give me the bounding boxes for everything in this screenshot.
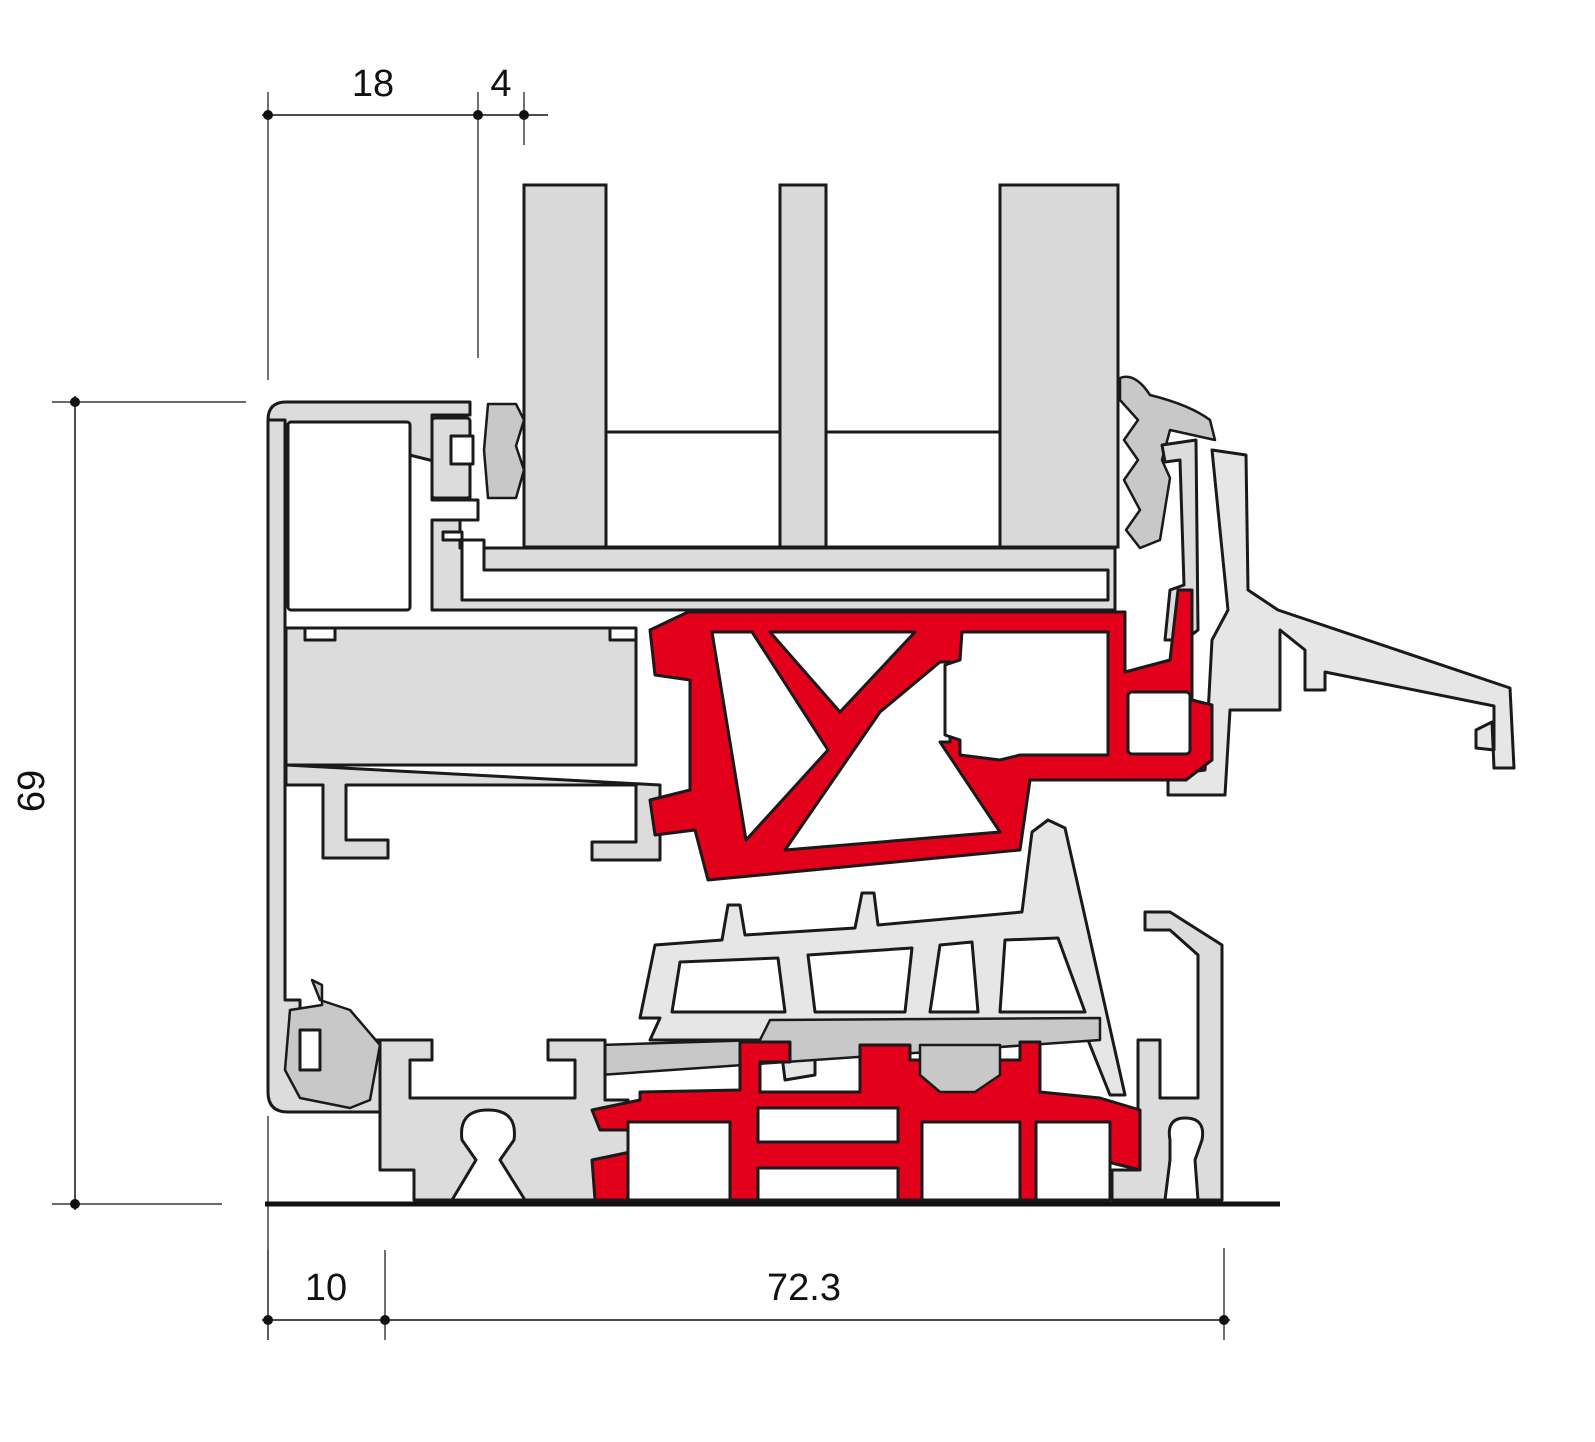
glass-spacer-1 [604,430,782,549]
thermal-chamber-4 [943,630,1110,762]
inner-glazing-gasket [482,402,526,500]
glass-spacer-2 [824,430,1002,549]
frame-thermal-chamber-1 [626,1120,732,1202]
dimension-left: 69 [11,396,246,1210]
glass-pane-outer [998,183,1120,549]
sash-thermal-break [648,588,1214,882]
drip-flashing [1166,448,1516,797]
frame-thermal-break [590,1040,1142,1202]
dim-label-bottom-left: 10 [305,1267,347,1309]
dim-label-bottom-right: 72.3 [767,1267,841,1309]
frame-thermal-chamber-2 [756,1106,900,1144]
thermal-chamber-2 [768,630,917,714]
frame-gasket-chamber [298,1028,322,1072]
frame-screw-channel-left [450,1108,527,1202]
frame-thermal-chamber-3 [756,1166,900,1202]
triple-glazing [522,183,1120,549]
dim-label-height: 69 [11,770,53,812]
sill-chamber-4 [998,936,1087,1014]
frame-screw-channel-right [1163,1116,1205,1202]
glass-pane-middle [778,183,828,549]
sill-chamber-1 [670,956,787,1014]
sill-chamber-2 [806,946,914,1014]
sash-profile [266,400,1117,1114]
dim-label-top-right: 4 [490,63,511,105]
sill-chamber-3 [928,940,980,1014]
frame-thermal-chamber-4 [920,1120,1022,1202]
frame-thermal-chamber-5 [1034,1120,1112,1202]
sash-chamber-top [286,420,412,612]
dimension-bottom: 10 72.3 [262,1116,1230,1340]
glazing-bead-channel [441,530,1110,602]
center-gasket [918,1043,1002,1094]
thermal-chamber-5 [1126,690,1192,756]
thermal-chamber-1 [710,630,830,842]
inner-frame-gasket [283,978,382,1110]
dim-label-top-left: 18 [352,63,394,105]
dimension-top: 18 4 [262,63,548,380]
bead-clip-chamber [449,434,475,466]
glass-pane-inner [522,183,608,549]
frame-gasket [598,818,1127,1097]
